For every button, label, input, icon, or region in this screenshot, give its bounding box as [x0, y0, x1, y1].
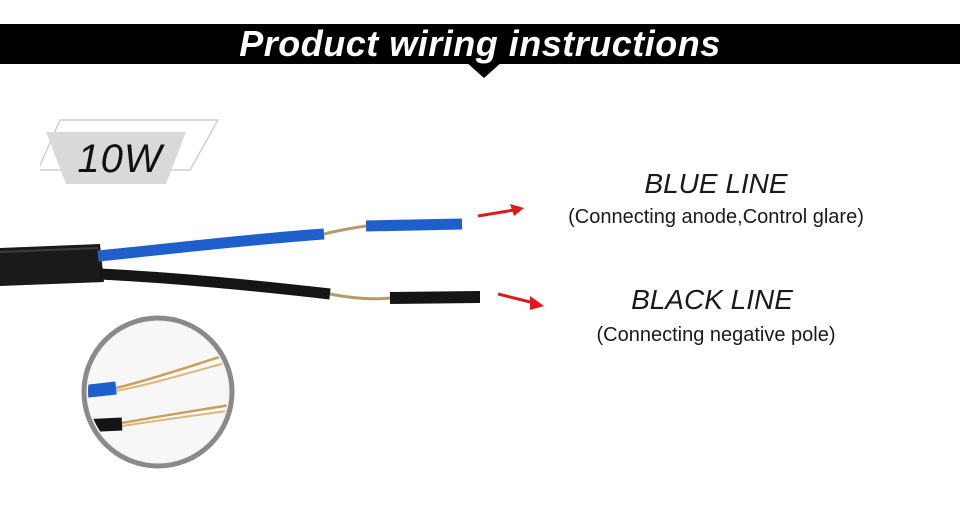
wire-closeup-magnifier: [81, 315, 235, 469]
black-line-description: (Connecting negative pole): [596, 324, 836, 346]
page-title: Product wiring instructions: [239, 23, 721, 64]
red-arrow-icon: [497, 292, 544, 310]
wire-illustration: [0, 218, 480, 304]
power-badge-label: 10W: [77, 137, 163, 181]
header-banner: [0, 24, 960, 64]
red-arrow-icon: [477, 204, 524, 218]
black-line-label: BLACK LINE: [631, 284, 793, 315]
blue-line-label: BLUE LINE: [644, 168, 788, 199]
blue-line-description: (Connecting anode,Control glare): [568, 206, 864, 228]
banner-notch: [466, 62, 502, 78]
power-badge-shape: [40, 119, 220, 184]
